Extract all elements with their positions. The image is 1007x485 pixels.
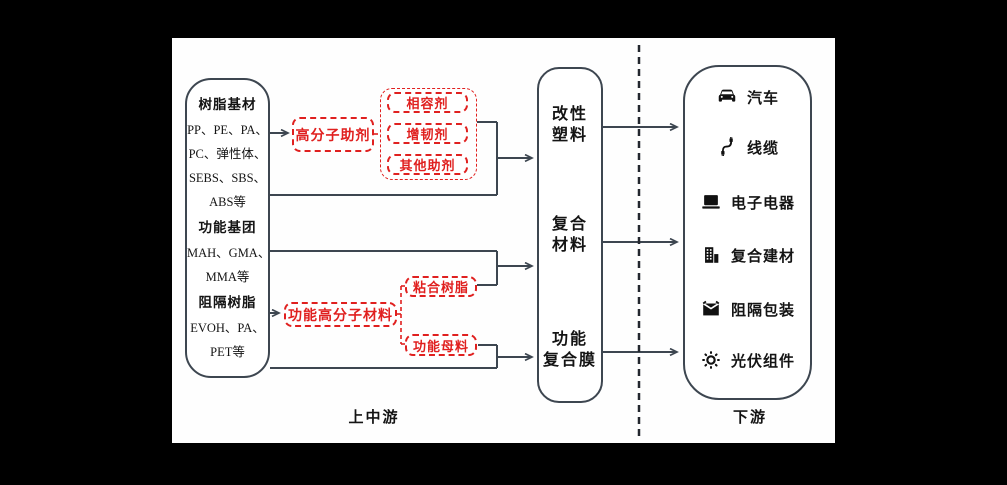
product-line: 改性	[551, 106, 588, 123]
product-modified-plastics: 改性 塑料	[539, 104, 601, 146]
product-line: 复合膜	[542, 352, 597, 369]
building-icon	[705, 247, 719, 263]
toughener-label: 增韧剂	[406, 127, 449, 142]
solar-icon	[702, 351, 720, 369]
car-icon	[718, 89, 736, 102]
product-line: 复合	[551, 216, 588, 233]
material-group-title: 功能基团	[198, 220, 257, 235]
electronics-icon	[702, 195, 720, 209]
masterbatch-box: 功能母料	[405, 334, 477, 356]
material-line: MAH、GMA、	[187, 246, 271, 260]
package-icon	[702, 300, 720, 316]
product-functional-film: 功能 复合膜	[539, 329, 601, 371]
material-group-title: 树脂基材	[198, 97, 257, 112]
application-label: 光伏组件	[730, 352, 795, 370]
application-row-solar: 光伏组件	[685, 347, 810, 373]
compatibilizer-box: 相容剂	[387, 92, 468, 113]
application-label: 电子电器	[730, 194, 795, 212]
application-label: 汽车	[746, 89, 779, 107]
application-label: 复合建材	[730, 247, 795, 265]
diagram-canvas: 树脂基材 PP、PE、PA、 PC、弹性体、 SEBS、SBS、 ABS等 功能…	[172, 38, 835, 443]
product-line: 材料	[551, 237, 588, 254]
functional-polymer-box: 功能高分子材料	[284, 302, 397, 327]
product-line: 功能	[551, 331, 588, 348]
other-additives-label: 其他助剂	[399, 158, 456, 173]
other-additives-box: 其他助剂	[387, 154, 468, 175]
products-box: 改性 塑料 复合 材料 功能 复合膜	[537, 67, 603, 403]
application-label: 阻隔包装	[730, 301, 795, 319]
application-row-packaging: 阻隔包装	[685, 296, 810, 322]
masterbatch-label: 功能母料	[412, 338, 469, 354]
material-line: PP、PE、PA、	[187, 123, 268, 137]
application-row-cable: 线缆	[685, 134, 810, 160]
application-label: 线缆	[746, 139, 779, 157]
functional-polymer-label: 功能高分子材料	[288, 306, 393, 323]
applications-box: 汽车 线缆 电子电器	[683, 65, 812, 400]
polymer-additives-label: 高分子助剂	[295, 126, 371, 143]
application-row-electronics: 电子电器	[685, 189, 810, 215]
polymer-additives-box: 高分子助剂	[292, 117, 374, 152]
adhesive-resin-box: 粘合树脂	[405, 276, 477, 297]
stage-label-downstream: 下游	[732, 409, 767, 426]
material-line: SEBS、SBS、	[188, 171, 267, 185]
toughener-box: 增韧剂	[387, 123, 468, 144]
material-line: EVOH、PA、	[190, 321, 265, 335]
material-line: PET等	[210, 345, 245, 359]
material-line: ABS等	[209, 195, 246, 209]
material-line: MMA等	[205, 270, 250, 284]
stage-label-upstream-midstream: 上中游	[348, 409, 400, 426]
material-line: PC、弹性体、	[188, 147, 267, 161]
material-group-title: 阻隔树脂	[198, 295, 257, 310]
product-line: 塑料	[551, 127, 588, 144]
cable-icon	[721, 137, 733, 156]
application-row-building: 复合建材	[685, 242, 810, 268]
compatibilizer-label: 相容剂	[406, 96, 449, 111]
raw-materials-box: 树脂基材 PP、PE、PA、 PC、弹性体、 SEBS、SBS、 ABS等 功能…	[185, 78, 270, 378]
additives-bracket	[380, 88, 477, 180]
application-row-car: 汽车	[685, 84, 810, 110]
product-composite-materials: 复合 材料	[539, 214, 601, 256]
adhesive-resin-label: 粘合树脂	[412, 280, 469, 295]
